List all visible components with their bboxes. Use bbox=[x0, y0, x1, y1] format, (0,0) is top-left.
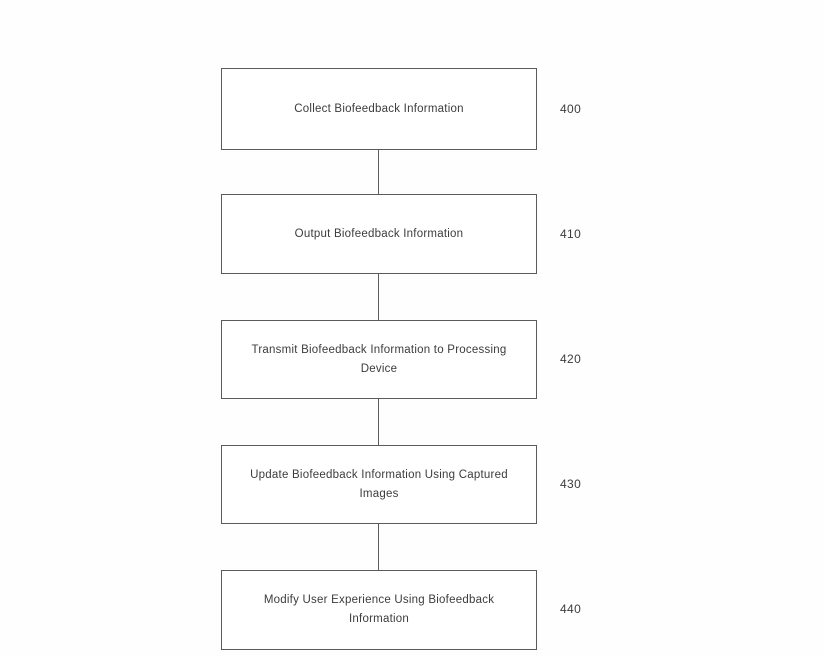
connector-430-to-440 bbox=[378, 524, 379, 570]
flowchart-node-update-biofeedback-information-using-captured-images: Update Biofeedback Information Using Cap… bbox=[221, 445, 537, 524]
flowchart-node-modify-user-experience-using-biofeedback-information: Modify User Experience Using Biofeedback… bbox=[221, 570, 537, 650]
flowchart-node-transmit-biofeedback-information-to-processing-device: Transmit Biofeedback Information to Proc… bbox=[221, 320, 537, 399]
connector-410-to-420 bbox=[378, 274, 379, 320]
flowchart-node-label: Output Biofeedback Information bbox=[294, 227, 464, 240]
reference-numeral-430: 430 bbox=[560, 477, 582, 491]
connector-420-to-430 bbox=[378, 399, 379, 445]
reference-numeral-440: 440 bbox=[560, 602, 582, 616]
flowchart-node-output-biofeedback-information: Output Biofeedback Information bbox=[221, 194, 537, 274]
reference-numeral-400: 400 bbox=[560, 102, 582, 116]
reference-numeral-420: 420 bbox=[560, 352, 582, 366]
flowchart-node-label: Update Biofeedback Information Using Cap… bbox=[250, 468, 508, 500]
flowchart-node-label: Modify User Experience Using Biofeedback… bbox=[263, 594, 495, 625]
reference-numeral-410: 410 bbox=[560, 227, 582, 241]
connector-400-to-410 bbox=[378, 150, 379, 194]
flowchart-node-label: Transmit Biofeedback Information to Proc… bbox=[251, 343, 507, 375]
flowchart-node-label: Collect Biofeedback Information bbox=[294, 102, 464, 115]
flowchart-node-collect-biofeedback-information: Collect Biofeedback Information bbox=[221, 68, 537, 150]
